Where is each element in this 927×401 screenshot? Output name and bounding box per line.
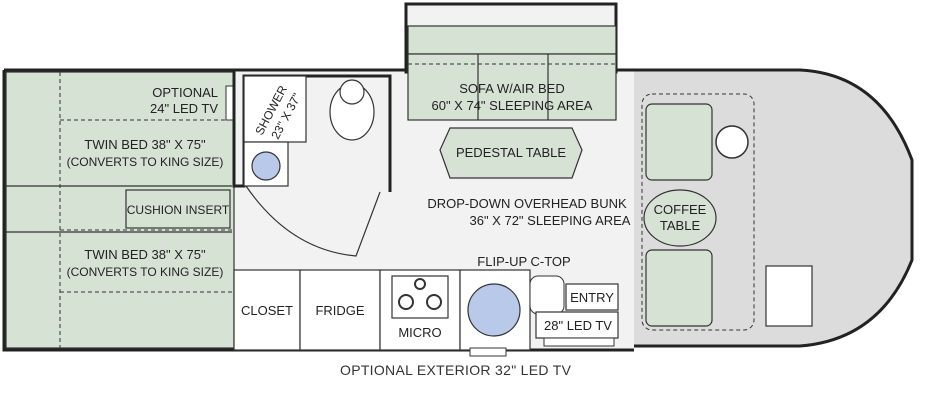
burner-2	[426, 294, 442, 310]
cab-door-box	[765, 265, 813, 327]
cushion-insert-box	[125, 189, 231, 229]
cushion-insert-label: CUSHION INSERT	[127, 203, 230, 217]
entry-box	[565, 283, 619, 311]
cab-dash-outline	[641, 93, 755, 331]
bath-sink	[251, 151, 281, 181]
twin-bed-bottom-label-2: (CONVERTS TO KING SIZE)	[67, 265, 224, 279]
steering-wheel	[715, 125, 749, 159]
twin-bed-top-label-2: (CONVERTS TO KING SIZE)	[67, 155, 224, 169]
passenger-seat	[645, 249, 713, 327]
sofa	[407, 53, 617, 121]
exterior-tv-icon	[469, 347, 507, 357]
bed-area	[5, 71, 235, 349]
cab-outline	[634, 68, 914, 348]
shower-stall	[243, 75, 307, 143]
toilet-tank	[339, 79, 365, 105]
coffee-table	[643, 189, 717, 247]
pedestal-table-label: PEDESTAL TABLE	[456, 145, 566, 160]
tv-28-label: 28" LED TV	[544, 318, 612, 333]
flip-up-label: FLIP-UP C-TOP	[477, 254, 570, 269]
sofa-label-2: 60" X 74" SLEEPING AREA	[432, 98, 593, 113]
tv-box	[535, 311, 619, 339]
sofa-label-1: SOFA W/AIR BED	[459, 81, 564, 96]
burner-3	[414, 278, 426, 290]
overhead-bunk-label-1: DROP-DOWN OVERHEAD BUNK	[427, 196, 627, 211]
kitchen-sink	[467, 283, 521, 337]
coffee-table-label-1: COFFEE	[654, 202, 707, 217]
driver-seat	[645, 103, 713, 181]
twin-bed-top-label-1: TWIN BED 38" X 75"	[84, 137, 206, 152]
micro-label: MICRO	[398, 325, 441, 340]
bath-door-swing	[245, 185, 381, 257]
pedestal-table	[439, 127, 583, 179]
exterior-tv-label: OPTIONAL EXTERIOR 32" LED TV	[340, 362, 572, 378]
burner-1	[398, 294, 414, 310]
sofa-back	[407, 25, 617, 55]
fridge-label: FRIDGE	[315, 303, 364, 318]
closet-label: CLOSET	[241, 303, 293, 318]
coffee-table-label-2: TABLE	[660, 218, 701, 233]
closet-box	[233, 269, 301, 351]
flip-up-ctop	[529, 275, 565, 315]
overhead-bunk-label-2: 36" X 72" SLEEPING AREA	[470, 213, 631, 228]
entry-label: ENTRY	[570, 290, 614, 305]
twin-bed-bottom-label-1: TWIN BED 38" X 75"	[84, 247, 206, 262]
optional-tv-label-1: OPTIONAL	[152, 85, 218, 100]
fridge-box	[299, 269, 381, 351]
optional-tv-label-2: 24" LED TV	[150, 101, 218, 116]
tv-28-icon	[543, 337, 615, 347]
